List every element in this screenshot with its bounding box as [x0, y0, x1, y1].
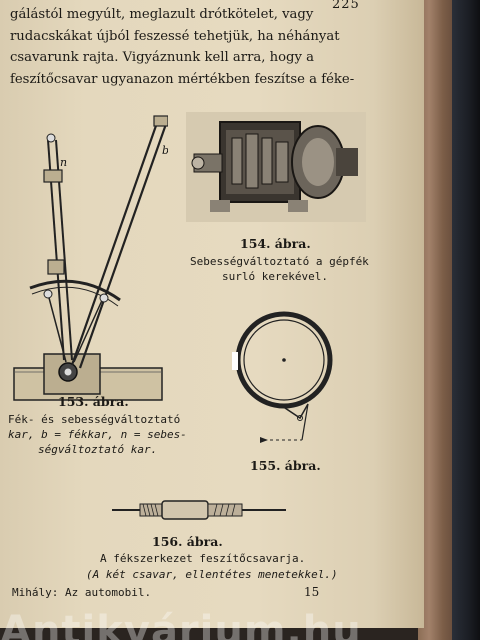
- figure-156-caption-line: A fékszerkezet feszítőcsavarja.: [100, 552, 306, 565]
- body-line: gálástól megyúlt, meglazult drótkötelet,…: [10, 7, 314, 22]
- body-paragraph: gálástól megyúlt, meglazult drótkötelet,…: [10, 4, 356, 90]
- book-cover-edge: [452, 0, 480, 640]
- footer-signature-number: 15: [304, 585, 320, 599]
- label-b: b: [162, 144, 168, 157]
- label-n: n: [60, 156, 67, 169]
- book-page: 225 gálástól megyúlt, meglazult drótköte…: [0, 0, 424, 628]
- figure-155-number: 155. ábra.: [250, 458, 321, 473]
- figure-153-caption-line: Fék- és sebességváltoztató: [8, 413, 181, 426]
- figure-156-caption-line: (A két csavar, ellentétes menetekkel.): [86, 568, 338, 581]
- figure-156-number: 156. ábra.: [152, 534, 223, 549]
- figure-153-number: 153. ábra.: [58, 394, 129, 409]
- page-number: 225: [332, 0, 360, 12]
- body-line: rudacskákat újból feszessé tehetjük, ha …: [10, 28, 340, 44]
- figure-156-tension-screw-drawing: [112, 500, 286, 520]
- figure-154-gearbox-photo: [186, 112, 366, 222]
- figure-154-caption-line: Sebességváltoztató a gépfék: [190, 255, 369, 268]
- figure-154-number: 154. ábra.: [240, 236, 311, 251]
- figure-153-lever-drawing: n b: [13, 115, 168, 401]
- figure-153-caption-line: ségváltoztató kar.: [38, 443, 158, 456]
- figure-155-brake-ring-drawing: [232, 311, 333, 443]
- footer-book-title: Mihály: Az automobil.: [12, 586, 152, 599]
- watermark-logo: Antikvárium.hu: [0, 608, 362, 640]
- body-line: feszítőcsavar ugyanazon mértékben feszít…: [10, 71, 355, 87]
- figure-154-caption-line: surló kerekével.: [222, 270, 328, 283]
- figure-153-caption-line: kar, b = fékkar, n = sebes-: [8, 428, 187, 441]
- body-line: csavarunk rajta. Vigyáznunk kell arra, h…: [10, 50, 314, 65]
